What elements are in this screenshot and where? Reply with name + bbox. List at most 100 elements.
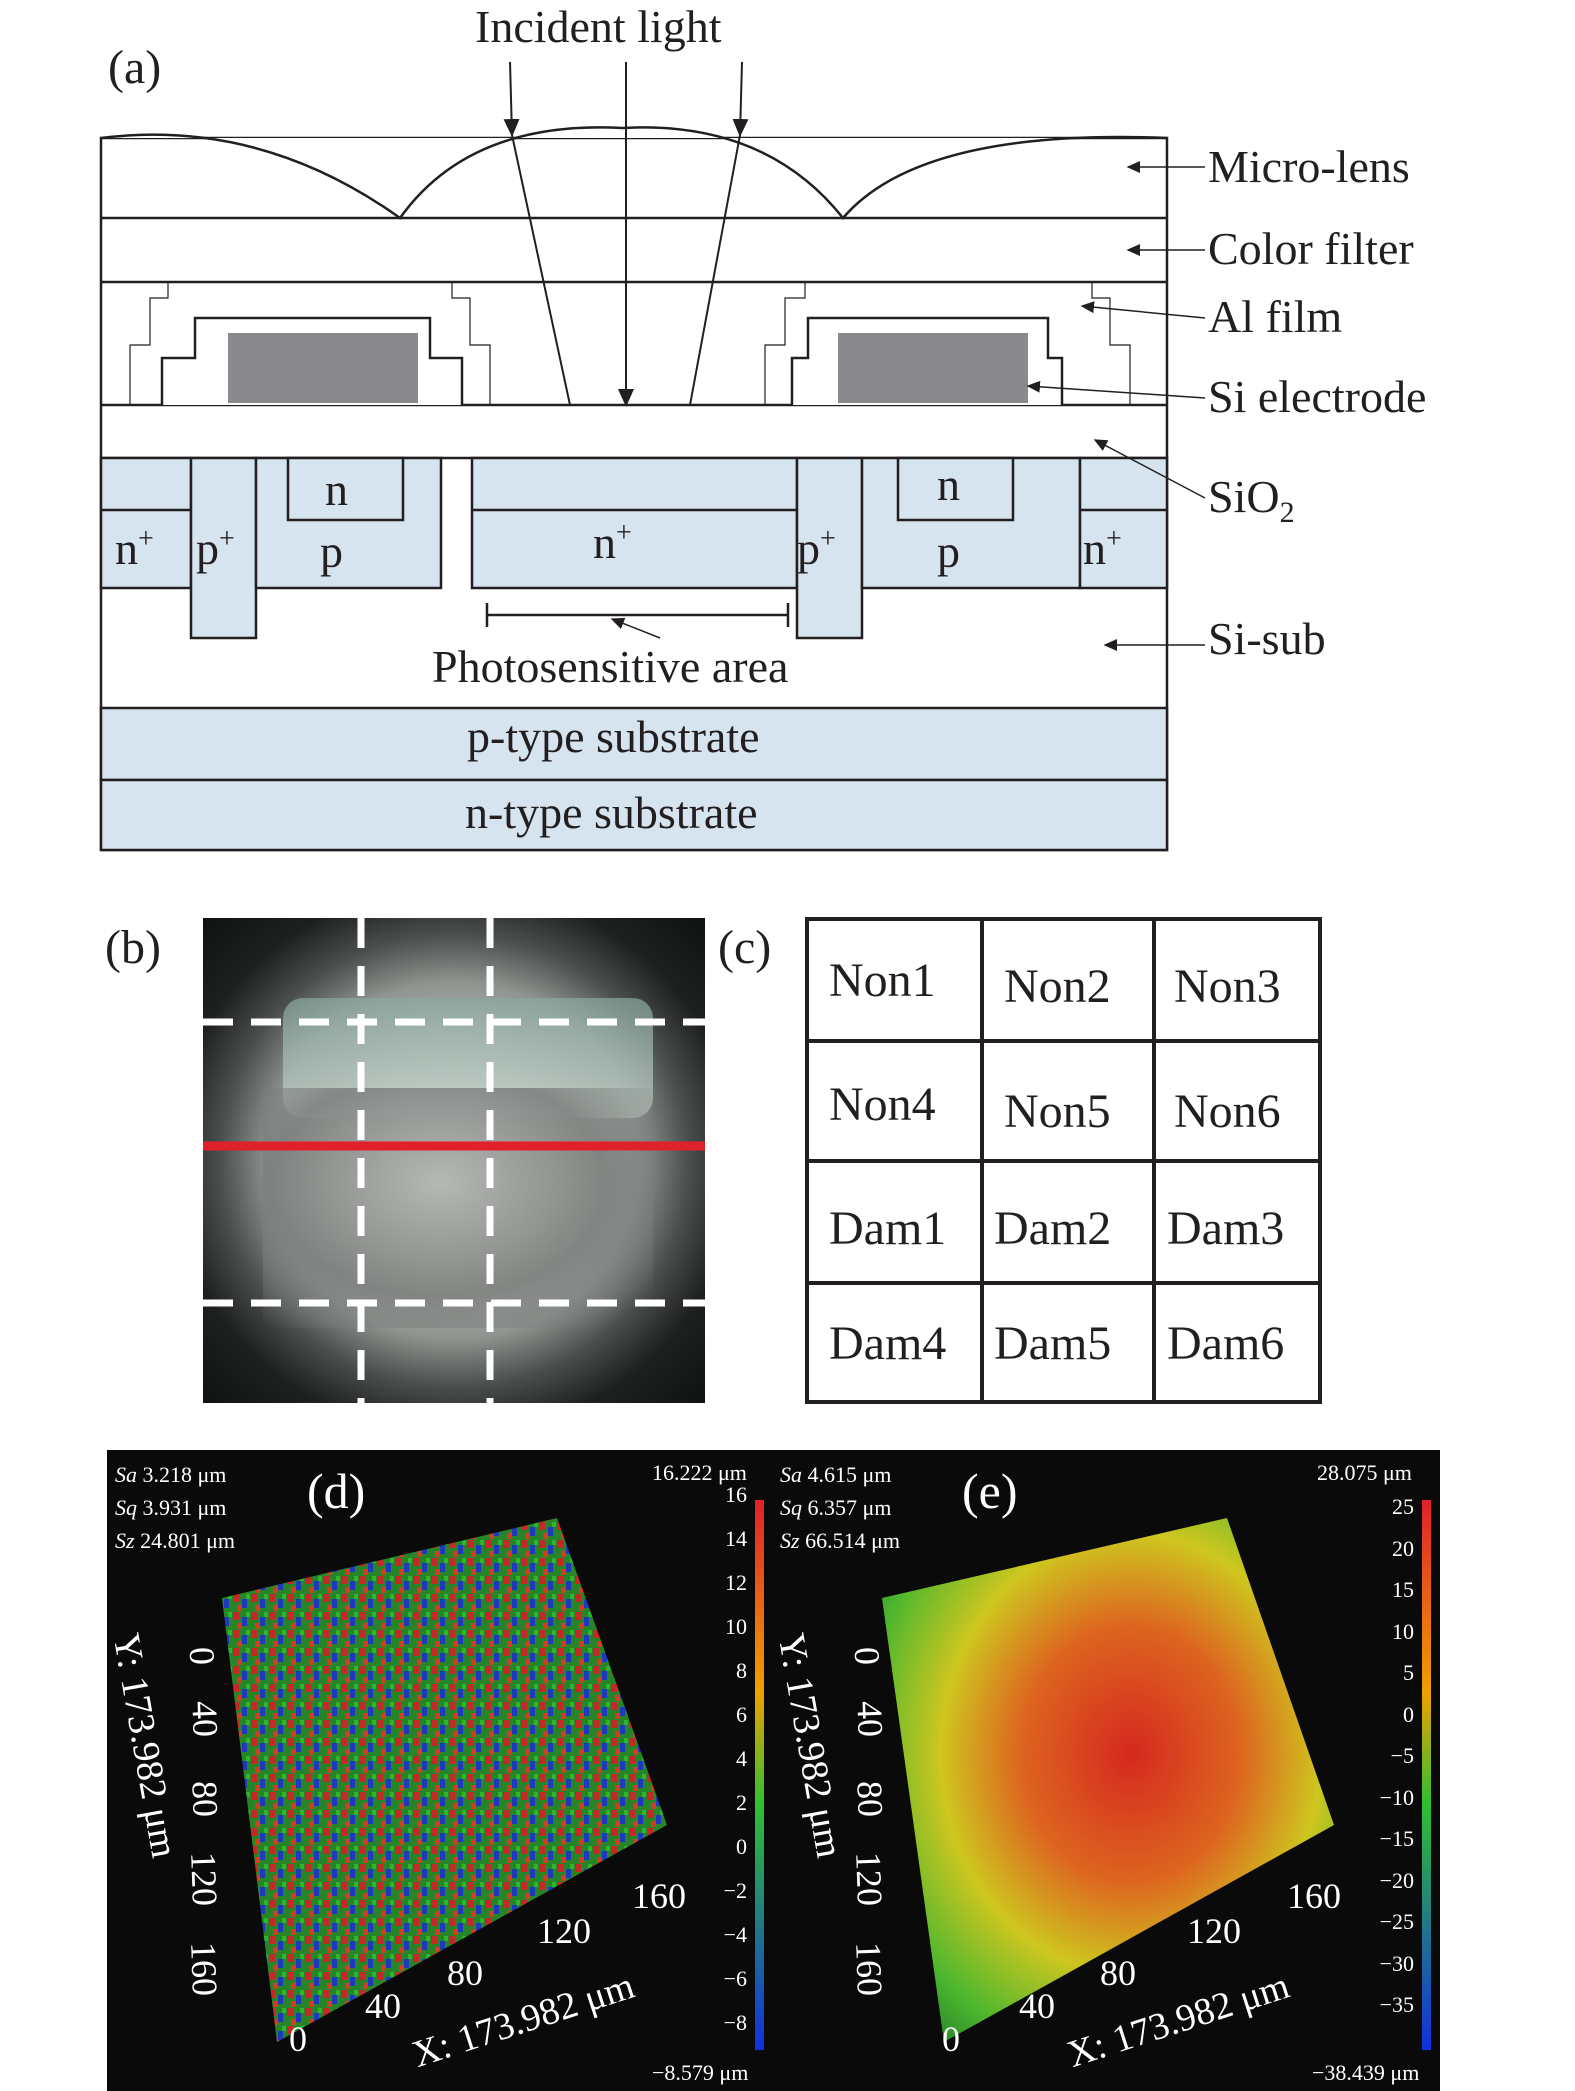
region-n-right: n <box>937 459 960 510</box>
x-tick-d-0: 0 <box>289 2019 307 2059</box>
x-tick-e-120: 120 <box>1187 1911 1241 1951</box>
image-sensor-cross-section <box>99 61 1206 852</box>
region-grid-table: Non1 Non2 Non3 Non4 Non5 Non6 Dam1 Dam2 … <box>805 917 1322 1404</box>
panel-c-letter: (c) <box>718 921 772 974</box>
stat-sa-d: Sa 3.218 μm <box>115 1462 227 1487</box>
surface-render-d <box>222 1500 764 2050</box>
region-nplus-right: n+ <box>1083 523 1122 574</box>
x-tick-e-160: 160 <box>1287 1876 1341 1916</box>
scale-max-e: 28.075 μm <box>1317 1460 1412 1485</box>
si-electrode-label: Si electrode <box>1208 371 1427 422</box>
colorbar-tick: 10 <box>1392 1618 1414 1644</box>
colorbar-tick: −5 <box>1390 1743 1414 1768</box>
scale-max-d: 16.222 μm <box>652 1460 747 1485</box>
y-tick-d-80: 80 <box>184 1780 226 1818</box>
grid-cell-non1: Non1 <box>829 954 936 1007</box>
panel-b-letter: (b) <box>105 921 161 974</box>
colorbar-tick: −35 <box>1379 1992 1414 2017</box>
surface-plot-d: Sa 3.218 μm Sq 3.931 μm Sz 24.801 μm (d)… <box>107 1450 772 2091</box>
region-pplus-right: p+ <box>797 523 836 574</box>
y-tick-e-40: 40 <box>849 1700 891 1738</box>
colorbar-tick: −8 <box>723 2010 747 2035</box>
stat-sq-d: Sq 3.931 μm <box>115 1495 227 1520</box>
sio2-label: SiO2 <box>1208 471 1295 530</box>
grid-cell-non5: Non5 <box>1004 1085 1111 1138</box>
al-film-label: Al film <box>1208 291 1343 342</box>
grid-cell-dam6: Dam6 <box>1167 1317 1285 1370</box>
colorbar-tick: −30 <box>1379 1950 1414 1976</box>
x-tick-d-120: 120 <box>537 1911 591 1951</box>
x-tick-d-160: 160 <box>632 1876 686 1916</box>
y-tick-d-160: 160 <box>183 1941 225 1997</box>
photosensitive-area-label: Photosensitive area <box>432 641 789 692</box>
colorbar-tick: 0 <box>1403 1701 1414 1727</box>
panel-a-letter: (a) <box>108 41 162 94</box>
color-filter-label: Color filter <box>1208 223 1414 274</box>
colorbar-tick: 16 <box>725 1482 747 1507</box>
stat-sa-e: Sa 4.615 μm <box>780 1462 892 1487</box>
grid-cell-non4: Non4 <box>829 1078 936 1131</box>
stat-sz-d: Sz 24.801 μm <box>115 1528 235 1553</box>
panel-d-letter: (d) <box>307 1463 366 1519</box>
colorbar-tick: 5 <box>1403 1660 1414 1685</box>
colorbar-tick: 20 <box>1392 1535 1414 1561</box>
photo-damaged-region <box>263 1088 653 1328</box>
x-tick-e-40: 40 <box>1019 1986 1055 2026</box>
grid-cell-non2: Non2 <box>1004 960 1111 1013</box>
grid-cell-dam4: Dam4 <box>829 1317 947 1370</box>
colorbar-tick: 14 <box>725 1526 747 1551</box>
y-tick-e-80: 80 <box>849 1780 891 1818</box>
colorbar-tick: 6 <box>736 1702 747 1727</box>
incident-light-label: Incident light <box>475 1 722 52</box>
grid-cell-dam5: Dam5 <box>994 1317 1112 1370</box>
region-nplus-left: n+ <box>115 523 154 574</box>
colorbar-tick: −10 <box>1379 1784 1414 1810</box>
y-tick-d-40: 40 <box>184 1700 226 1738</box>
region-p-right: p <box>937 526 960 577</box>
colorbar-tick: 0 <box>736 1834 747 1859</box>
colorbar-tick: 15 <box>1392 1577 1414 1602</box>
y-tick-d-0: 0 <box>181 1646 223 1666</box>
region-nplus-center: n+ <box>593 517 632 568</box>
y-tick-e-160: 160 <box>848 1941 890 1997</box>
n-type-substrate-label: n-type substrate <box>465 787 758 838</box>
colorbar-tick: −6 <box>723 1966 747 1991</box>
surface-render-e <box>882 1500 1431 2050</box>
colorbar-tick: −15 <box>1379 1826 1414 1851</box>
microscope-photo <box>203 918 705 1403</box>
y-tick-e-0: 0 <box>846 1646 888 1666</box>
colorbar-tick: −20 <box>1379 1867 1414 1893</box>
colorbar-tick: 12 <box>725 1570 747 1595</box>
si-sub-label: Si-sub <box>1208 613 1326 664</box>
scale-min-e: −38.439 μm <box>1312 2060 1420 2085</box>
colorbar-tick: 2 <box>736 1790 747 1815</box>
region-pplus-left: p+ <box>196 523 235 574</box>
colorbar-tick: 10 <box>725 1614 747 1639</box>
grid-cell-non6: Non6 <box>1174 1085 1281 1138</box>
y-tick-d-120: 120 <box>183 1851 225 1907</box>
colorbar-tick: 8 <box>736 1658 747 1683</box>
scale-min-d: −8.579 μm <box>652 2060 749 2085</box>
x-tick-d-40: 40 <box>365 1986 401 2026</box>
grid-cell-non3: Non3 <box>1174 960 1281 1013</box>
grid-cell-dam2: Dam2 <box>994 1202 1112 1255</box>
stat-sq-e: Sq 6.357 μm <box>780 1495 892 1520</box>
region-p-left: p <box>320 526 343 577</box>
y-tick-e-120: 120 <box>848 1851 890 1907</box>
stat-sz-e: Sz 66.514 μm <box>780 1528 900 1553</box>
grid-cell-dam3: Dam3 <box>1167 1202 1285 1255</box>
colorbar-tick: −2 <box>723 1878 747 1903</box>
x-tick-e-80: 80 <box>1100 1953 1136 1993</box>
panel-e-letter: (e) <box>962 1463 1018 1519</box>
colorbar-tick: −25 <box>1379 1909 1414 1934</box>
surface-plot-e: Sa 4.615 μm Sq 6.357 μm Sz 66.514 μm (e)… <box>772 1450 1440 2091</box>
micro-lens-label: Micro-lens <box>1208 141 1410 192</box>
p-type-substrate-label: p-type substrate <box>467 711 760 762</box>
x-tick-d-80: 80 <box>447 1953 483 1993</box>
x-tick-e-0: 0 <box>942 2019 960 2059</box>
grid-cell-dam1: Dam1 <box>829 1202 947 1255</box>
colorbar-tick: 25 <box>1392 1494 1414 1519</box>
region-n-left: n <box>325 464 348 515</box>
colorbar-tick: −4 <box>723 1922 747 1947</box>
colorbar-tick: 4 <box>736 1746 747 1771</box>
